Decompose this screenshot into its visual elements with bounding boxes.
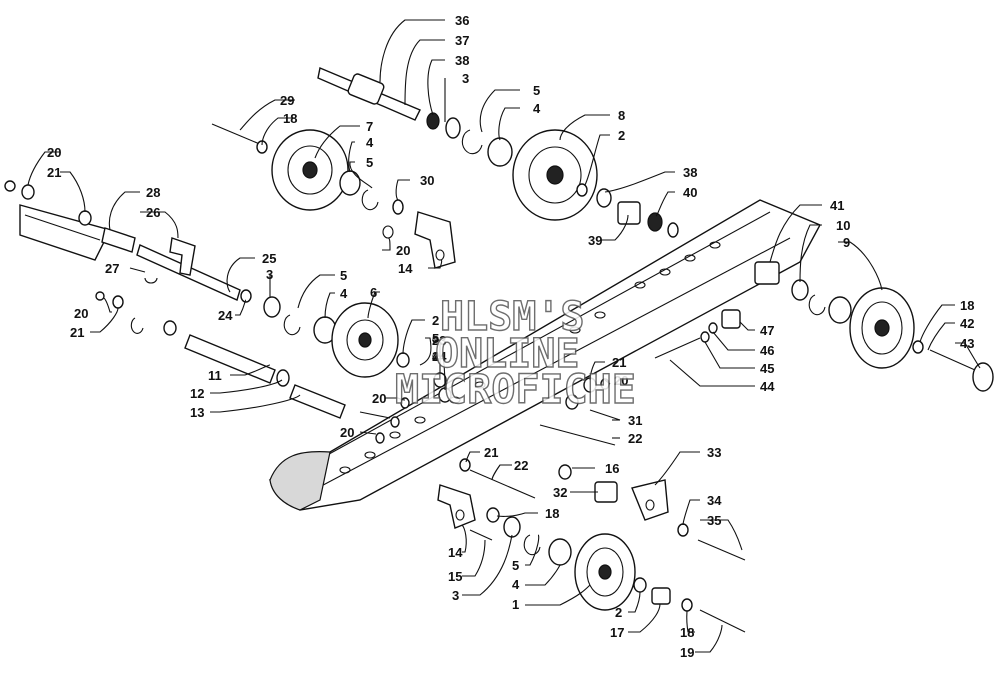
callout-10: 10	[836, 218, 850, 233]
callout-2: 2	[618, 128, 625, 143]
callout-36: 36	[455, 13, 469, 28]
watermark-line-2: ONLINE	[435, 331, 580, 377]
callout-15: 15	[448, 569, 462, 584]
callout-42: 42	[960, 316, 974, 331]
watermark-line-3: MICROFICHE	[395, 367, 636, 413]
callout-2: 2	[615, 605, 622, 620]
callout-2: 2	[432, 313, 439, 328]
callout-9: 9	[843, 235, 850, 250]
callout-38: 38	[683, 165, 697, 180]
rear-arm-segment	[19, 204, 112, 261]
leader-lines	[27, 19, 981, 653]
upper-shaft-assembly	[317, 67, 513, 167]
callout-19: 19	[680, 645, 694, 660]
callout-23: 23	[432, 333, 446, 348]
callout-21: 21	[47, 165, 61, 180]
callout-4: 4	[432, 349, 440, 364]
tubes-11-13	[95, 291, 346, 419]
callout-31: 31	[628, 413, 642, 428]
callout-43: 43	[960, 336, 974, 351]
callout-3: 3	[462, 71, 469, 86]
bracket-33	[594, 479, 746, 561]
callout-32: 32	[553, 485, 567, 500]
callout-25: 25	[262, 251, 276, 266]
callout-5: 5	[533, 83, 540, 98]
callout-28: 28	[146, 185, 160, 200]
bracket-14-upper	[382, 211, 456, 269]
bracket-14-lower	[437, 484, 572, 566]
callout-6: 6	[370, 285, 377, 300]
idler-wheel-1	[574, 533, 746, 633]
callout-21: 21	[484, 445, 498, 460]
callout-26: 26	[146, 205, 160, 220]
center-hardware	[375, 372, 621, 499]
callout-8: 8	[618, 108, 625, 123]
callout-3: 3	[452, 588, 459, 603]
callout-18: 18	[545, 506, 559, 521]
idler-wheel-8	[512, 129, 598, 221]
callout-24: 24	[218, 308, 233, 323]
callout-20: 20	[372, 391, 386, 406]
callout-5: 5	[366, 155, 373, 170]
callout-labels: 36 37 38 3 5 4 8 2 29 18 7 4 5 30 38 40 …	[47, 13, 974, 660]
callout-11: 11	[208, 368, 222, 383]
callout-22: 22	[628, 431, 642, 446]
callout-45: 45	[760, 361, 774, 376]
callout-4: 4	[533, 101, 541, 116]
callout-3: 3	[266, 267, 273, 282]
callout-7: 7	[366, 119, 373, 134]
callout-5: 5	[432, 331, 439, 346]
callout-16: 16	[605, 461, 619, 476]
callout-20: 20	[396, 243, 410, 258]
callout-17: 17	[610, 625, 624, 640]
callout-5: 5	[512, 558, 519, 573]
watermark-line-1: HLSM'S	[440, 294, 585, 340]
callout-12: 12	[190, 386, 204, 401]
callout-14: 14	[448, 545, 463, 560]
callout-34: 34	[707, 493, 722, 508]
callout-21: 21	[612, 355, 626, 370]
callout-20: 20	[74, 306, 88, 321]
callout-4: 4	[366, 135, 374, 150]
callout-38: 38	[455, 53, 469, 68]
callout-20: 20	[614, 373, 628, 388]
callout-35: 35	[707, 513, 721, 528]
callout-47: 47	[760, 323, 774, 338]
callout-46: 46	[760, 343, 774, 358]
callout-30: 30	[420, 173, 434, 188]
spacer-group-38-40	[576, 183, 679, 238]
callout-20: 20	[47, 145, 61, 160]
callout-1: 1	[512, 597, 519, 612]
callout-4: 4	[340, 286, 348, 301]
callout-18: 18	[960, 298, 974, 313]
callout-29: 29	[280, 93, 294, 108]
callout-24: 24	[432, 349, 447, 364]
callout-22: 22	[514, 458, 528, 473]
callout-4: 4	[512, 577, 520, 592]
callout-5: 5	[340, 268, 347, 283]
rear-axle-28	[4, 180, 337, 344]
callout-39: 39	[588, 233, 602, 248]
idler-wheel-6	[331, 302, 410, 378]
callout-20: 20	[340, 425, 354, 440]
callout-37: 37	[455, 33, 469, 48]
callout-33: 33	[707, 445, 721, 460]
callout-44: 44	[760, 379, 775, 394]
callout-40: 40	[683, 185, 697, 200]
callout-41: 41	[830, 198, 844, 213]
slide-rail	[268, 199, 821, 511]
callout-14: 14	[398, 261, 413, 276]
callout-13: 13	[190, 405, 204, 420]
idler-wheel-7	[211, 123, 404, 215]
callout-21: 21	[70, 325, 84, 340]
callout-27: 27	[105, 261, 119, 276]
callout-18: 18	[680, 625, 694, 640]
watermark: HLSM'S ONLINE MICROFICHE	[394, 293, 636, 413]
callout-18: 18	[283, 111, 297, 126]
